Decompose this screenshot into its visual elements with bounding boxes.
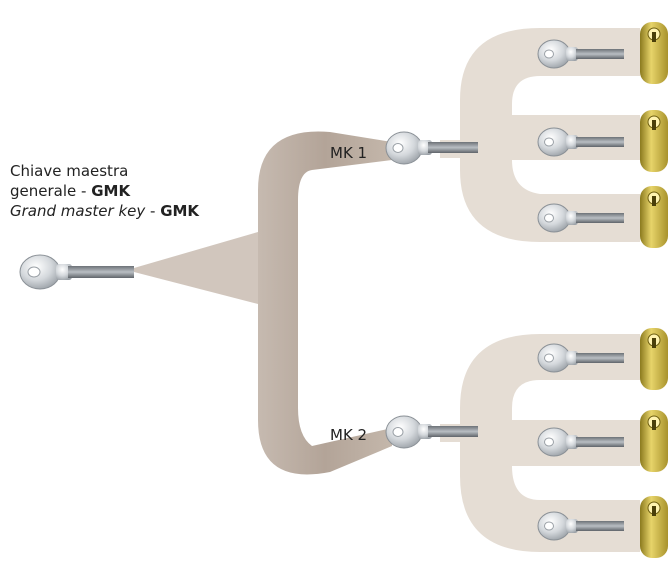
lock-cylinder-icon [640, 110, 668, 172]
mk1-key-icon [385, 131, 478, 165]
mk1-label: MK 1 [330, 144, 367, 162]
caption-line-2-code: GMK [91, 182, 131, 200]
mk2-label: MK 2 [330, 426, 367, 444]
sub-key-icon [537, 427, 624, 457]
sub-key-icon [537, 203, 624, 233]
caption-line-3-text: Grand master key [10, 202, 146, 220]
sub-key-icon [537, 127, 624, 157]
caption-line-2-text: generale - [10, 182, 92, 200]
trunk-branch [258, 131, 392, 475]
lock-cylinder-icon [640, 328, 668, 390]
lock-cylinder-icon [640, 22, 668, 84]
gmk-caption: Chiave maestra generale - GMK Grand mast… [10, 161, 199, 221]
sub-key-icon [537, 511, 624, 541]
caption-line-3-code: GMK [160, 202, 200, 220]
lock-cylinder-icon [640, 410, 668, 472]
caption-line-2: generale - GMK [10, 181, 199, 201]
grand-master-key-icon [19, 254, 134, 290]
caption-line-1: Chiave maestra [10, 162, 129, 180]
mk2-key-icon [385, 415, 478, 449]
sub-key-icon [537, 39, 624, 69]
lock-cylinder-icon [640, 186, 668, 248]
gmk-connector [134, 232, 258, 304]
lock-cylinder-icon [640, 496, 668, 558]
caption-line-3: Grand master key - GMK [10, 201, 199, 221]
sub-key-icon [537, 343, 624, 373]
caption-line-3-sep: - [145, 202, 161, 220]
